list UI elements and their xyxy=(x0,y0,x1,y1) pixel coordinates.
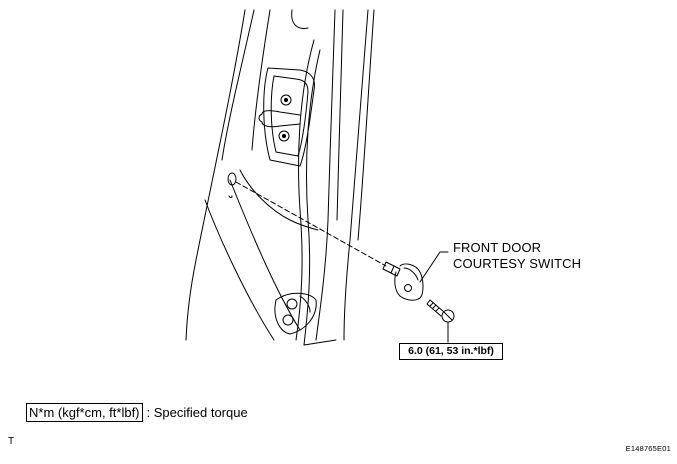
figure-id: E148765E01 xyxy=(625,444,671,453)
torque-legend: N*m (kgf*cm, ft*lbf) : Specified torque xyxy=(26,403,248,422)
install-guide-line xyxy=(235,181,387,267)
lower-bracket xyxy=(274,292,317,335)
torque-spec-box: 6.0 (61, 53 in.*lbf) xyxy=(399,343,503,360)
door-lock-striker xyxy=(258,67,315,167)
callout-leader-line xyxy=(419,251,449,283)
courtesy-switch-icon xyxy=(382,261,424,301)
corner-mark: T xyxy=(8,436,15,447)
torque-legend-text: : Specified torque xyxy=(146,405,248,420)
front-door-courtesy-switch-label: FRONT DOOR COURTESY SWITCH xyxy=(453,240,581,272)
pillar-outline xyxy=(185,9,375,346)
switch-mounting-hole xyxy=(227,172,237,198)
torque-unit-box: N*m (kgf*cm, ft*lbf) xyxy=(26,403,143,422)
callout-line-2: COURTESY SWITCH xyxy=(453,256,582,271)
callout-line-1: FRONT DOOR xyxy=(453,240,542,255)
bolt-icon xyxy=(426,299,455,323)
